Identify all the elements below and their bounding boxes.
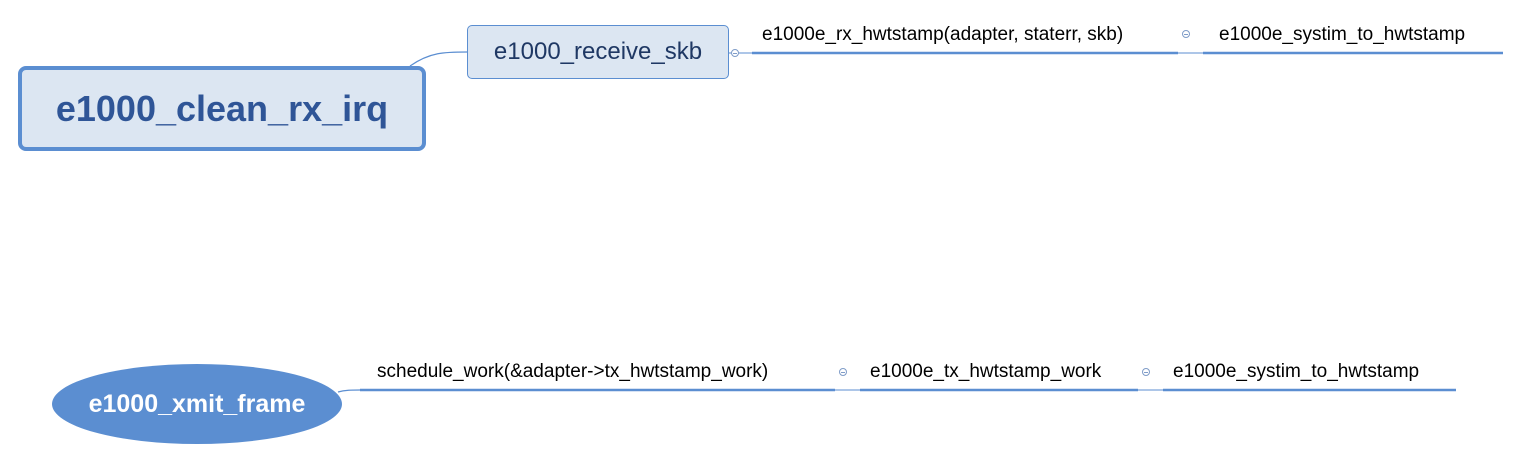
subtopic-label: e1000e_systim_to_hwtstamp — [1173, 361, 1420, 382]
subtopic-tx-hwtstamp-work[interactable]: e1000e_tx_hwtstamp_work — [870, 360, 1101, 384]
subtopic-label: schedule_work(&adapter->tx_hwtstamp_work… — [377, 361, 769, 382]
subtopic-label: e1000e_rx_hwtstamp(adapter, staterr, skb… — [762, 24, 1124, 45]
collapse-toggle-icon[interactable] — [1182, 30, 1190, 38]
connector-xmit-to-schedule — [337, 389, 361, 393]
subtopic-schedule-work[interactable]: schedule_work(&adapter->tx_hwtstamp_work… — [377, 360, 768, 384]
subtopic-label: e1000e_systim_to_hwtstamp — [1219, 24, 1466, 45]
central-topic-xmit-frame[interactable]: e1000_xmit_frame — [52, 364, 342, 444]
subtopic-rx-hwtstamp[interactable]: e1000e_rx_hwtstamp(adapter, staterr, skb… — [762, 23, 1123, 47]
collapse-toggle-icon[interactable] — [731, 49, 739, 57]
central-topic-clean-rx-irq[interactable]: e1000_clean_rx_irq — [18, 66, 426, 151]
subtopic-label: e1000e_tx_hwtstamp_work — [870, 361, 1102, 382]
collapse-toggle-icon[interactable] — [1142, 368, 1150, 376]
main-topic-label: e1000_receive_skb — [493, 38, 703, 65]
subtopic-systim-to-hwtstamp[interactable]: e1000e_systim_to_hwtstamp — [1173, 360, 1419, 384]
connector-central-to-receive-skb — [409, 51, 468, 67]
central-topic-label: e1000_xmit_frame — [88, 389, 306, 418]
central-topic-label: e1000_clean_rx_irq — [55, 87, 389, 129]
collapse-toggle-icon[interactable] — [839, 368, 847, 376]
subtopic-systim-to-hwtstamp[interactable]: e1000e_systim_to_hwtstamp — [1219, 23, 1465, 47]
main-topic-receive-skb[interactable]: e1000_receive_skb — [467, 25, 729, 79]
